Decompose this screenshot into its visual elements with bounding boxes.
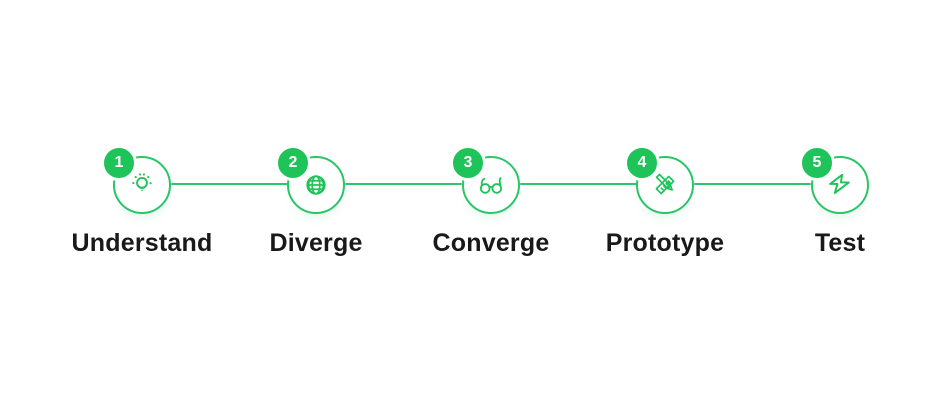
globe-icon [306,175,326,195]
connector-line-4-5 [694,183,811,185]
connector-line-3-4 [520,183,637,185]
step-circle: 3 [450,145,520,214]
step-number-badge: 4 [624,145,660,181]
connector-line-2-3 [345,183,462,185]
step-understand: 1 Understand [57,145,227,258]
lightning-bolt-icon [829,173,850,194]
step-label: Understand [71,229,213,257]
step-number-badge: 2 [275,145,311,181]
step-label: Test [814,229,866,257]
step-diverge: 2 Diverge [231,145,401,258]
step-test: 5 Test [755,145,925,258]
step-circle: 2 [275,145,345,214]
step-number: 1 [114,154,124,171]
step-circle: 4 [624,145,694,214]
connector-line-1-2 [171,183,288,185]
step-number-badge: 5 [799,145,835,181]
step-number: 2 [288,154,298,171]
lightbulb-icon [132,173,152,192]
step-label: Converge [432,229,550,257]
step-prototype: 4 Prototype [580,145,750,258]
step-number: 5 [812,154,822,171]
step-circle: 5 [799,145,869,214]
glasses-icon [479,177,503,194]
step-number-badge: 3 [450,145,486,181]
step-number: 4 [637,154,647,171]
step-label: Diverge [269,229,363,257]
step-circle: 1 [101,145,171,214]
ruler-pencil-icon [655,173,675,195]
step-converge: 3 Converge [406,145,576,258]
step-label: Prototype [605,229,725,257]
step-number: 3 [463,154,473,171]
step-number-badge: 1 [101,145,137,181]
